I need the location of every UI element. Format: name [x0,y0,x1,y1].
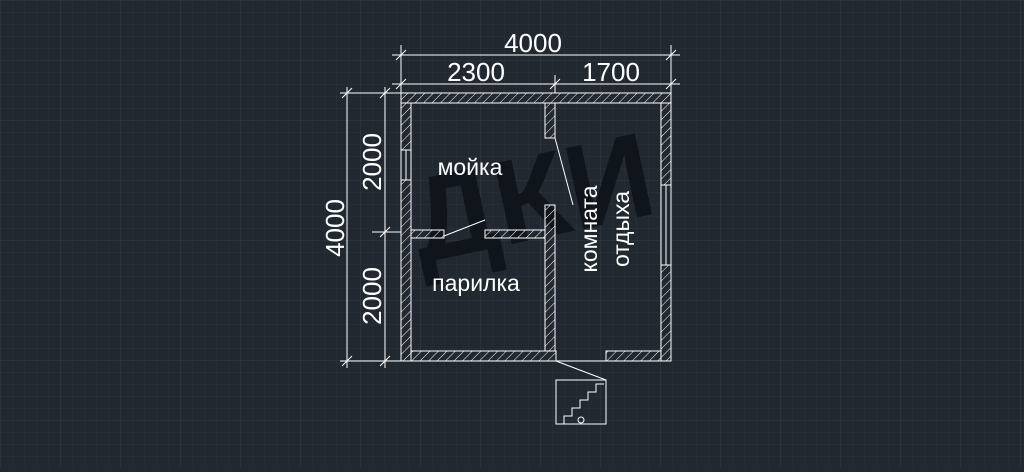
dimension-lines [340,45,680,368]
dim-right-width: 1700 [582,57,640,87]
partition-horizontal-right [484,229,546,239]
wall-bottom-left [410,350,557,362]
room-label-rest-line2: отдыха [608,191,634,267]
wall-top [400,92,672,104]
partition-lower [544,204,556,352]
room-label-washroom: мойка [438,154,503,180]
wall-left [400,102,412,362]
dim-upper-height: 2000 [357,133,387,191]
dim-left-width: 2300 [447,57,505,87]
room-label-steam-room: парилка [432,270,520,296]
entrance-stairs [555,360,607,425]
door-swing-steam [443,219,486,237]
windows [400,149,672,266]
partition-horizontal-left [410,229,445,239]
door-swings [443,137,574,237]
door-swing-rest [554,137,574,206]
partition-upper [544,102,556,139]
dim-overall-height: 4000 [320,199,350,257]
dim-lower-height: 2000 [357,267,387,325]
wall-bottom-right [605,350,662,362]
dim-overall-width: 4000 [504,28,562,58]
room-label-rest-line1: комната [576,185,602,272]
